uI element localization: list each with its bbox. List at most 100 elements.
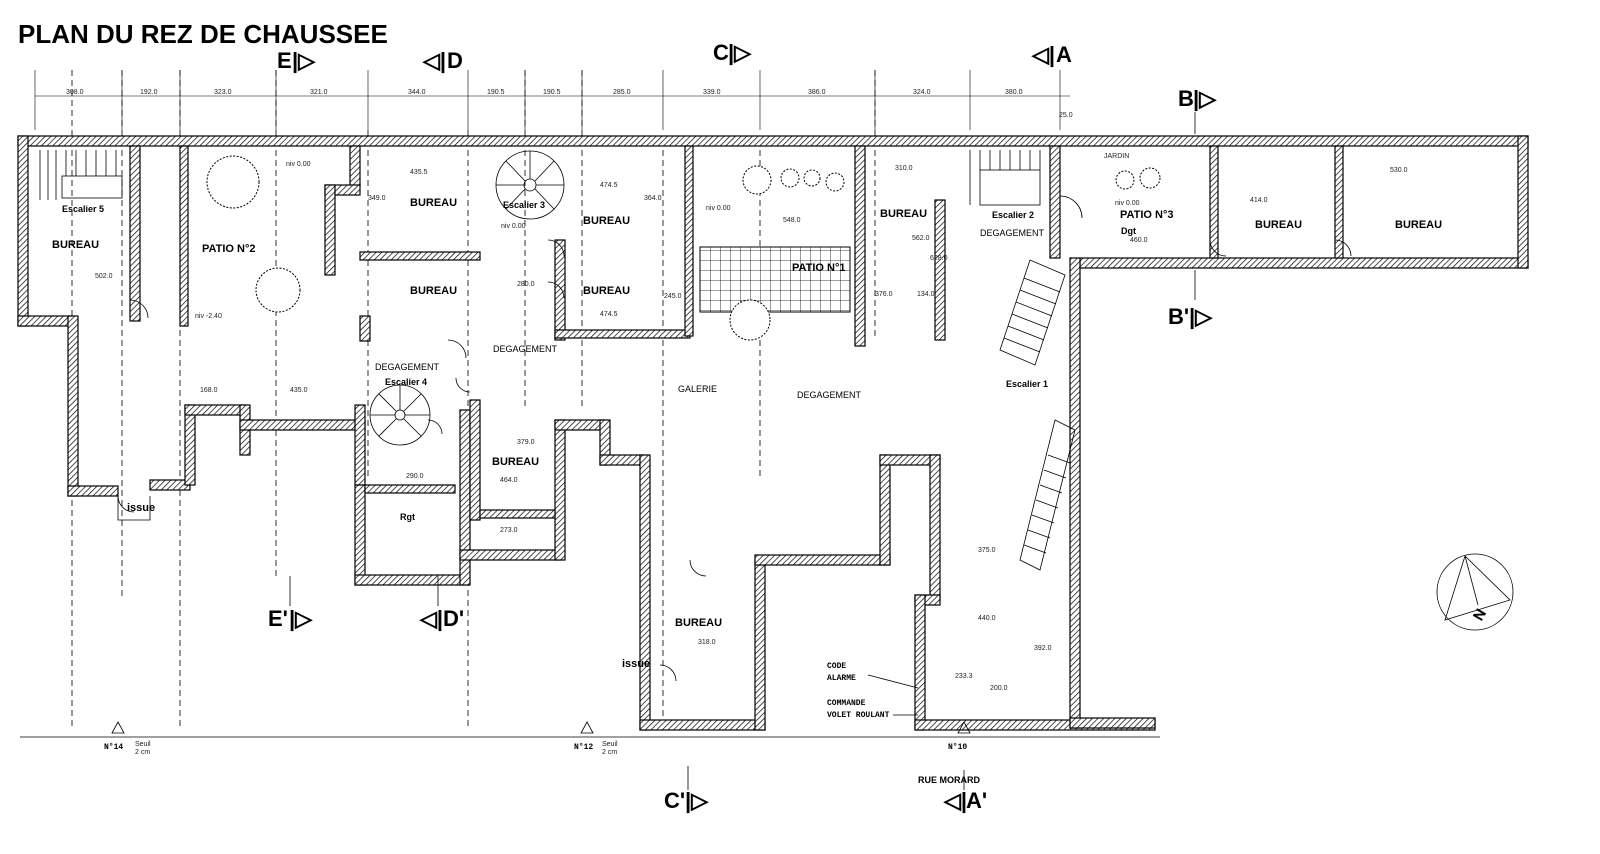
svg-text:233.3: 233.3 <box>955 673 973 680</box>
svg-text:200.0: 200.0 <box>990 685 1008 692</box>
svg-text:392.0: 392.0 <box>1034 645 1052 652</box>
room-label: Escalier 3 <box>503 200 545 210</box>
room-label: PATIO N°1 <box>792 262 846 274</box>
svg-text:|▷: |▷ <box>289 606 313 631</box>
svg-text:niv -2.40: niv -2.40 <box>195 313 222 320</box>
svg-text:|▷: |▷ <box>728 40 752 65</box>
svg-text:349.0: 349.0 <box>368 195 386 202</box>
svg-text:niv 0.00: niv 0.00 <box>501 223 526 230</box>
doors <box>117 195 1352 682</box>
annotations: CODE ALARME COMMANDE VOLET ROULANT RUE M… <box>20 662 1160 785</box>
svg-text:2 cm: 2 cm <box>135 749 150 756</box>
room-label: BUREAU <box>583 215 630 227</box>
svg-text:Seuil: Seuil <box>135 741 151 748</box>
svg-text:502.0: 502.0 <box>95 273 113 280</box>
svg-text:562.0: 562.0 <box>912 235 930 242</box>
room-label: BUREAU <box>52 239 99 251</box>
svg-text:niv 0.00: niv 0.00 <box>1115 200 1140 207</box>
svg-text:N°14: N°14 <box>104 743 123 752</box>
svg-text:◁|: ◁| <box>943 788 967 813</box>
room-label: Escalier 4 <box>385 377 427 387</box>
svg-text:N°10: N°10 <box>948 743 967 752</box>
room-label: BUREAU <box>1255 219 1302 231</box>
plan-title: PLAN DU REZ DE CHAUSSEE <box>18 19 388 49</box>
svg-text:460.0: 460.0 <box>1130 237 1148 244</box>
trees <box>206 155 1161 341</box>
section-C-bottom: C' <box>664 788 685 813</box>
svg-text:COMMANDE: COMMANDE <box>827 699 866 708</box>
dim-label: 339.0 <box>703 89 721 96</box>
svg-text:◁|: ◁| <box>419 606 443 631</box>
svg-text:niv 0.00: niv 0.00 <box>706 205 731 212</box>
dim-label: 324.0 <box>913 89 931 96</box>
svg-text:310.0: 310.0 <box>895 165 913 172</box>
svg-text:niv 0.00: niv 0.00 <box>286 161 311 168</box>
room-label: DEGAGEMENT <box>375 362 440 372</box>
svg-text:474.5: 474.5 <box>600 311 618 318</box>
room-label: BUREAU <box>492 456 539 468</box>
section-C-top: C <box>713 40 729 65</box>
room-label: BUREAU <box>675 617 722 629</box>
room-label: issue <box>622 658 650 670</box>
room-label: Escalier 1 <box>1006 379 1048 389</box>
room-labels: Escalier 5 BUREAU PATIO N°2 BUREAU BUREA… <box>52 153 1442 670</box>
svg-text:530.0: 530.0 <box>1390 167 1408 174</box>
dim-label: 323.0 <box>214 89 232 96</box>
room-label: BUREAU <box>583 285 630 297</box>
svg-text:|▷: |▷ <box>1193 86 1217 111</box>
dim-label: 344.0 <box>408 89 426 96</box>
room-label: BUREAU <box>410 285 457 297</box>
stairs <box>39 150 1076 571</box>
svg-text:ALARME: ALARME <box>827 674 856 683</box>
svg-text:318.0: 318.0 <box>698 639 716 646</box>
room-label: Escalier 2 <box>992 210 1034 220</box>
svg-text:134.0: 134.0 <box>917 291 935 298</box>
street-name: RUE MORARD <box>918 775 980 785</box>
room-label: BUREAU <box>410 197 457 209</box>
section-E-top: E <box>277 48 292 73</box>
building-walls <box>17 135 1529 731</box>
section-A-bottom: A' <box>966 788 987 813</box>
room-dimensions: 435.5 474.5 474.5 502.0 168.0 435.0 280.… <box>95 165 1408 692</box>
svg-text:375.0: 375.0 <box>978 547 996 554</box>
svg-text:364.0: 364.0 <box>644 195 662 202</box>
section-D-top: D <box>447 48 463 73</box>
room-label: issue <box>127 502 155 514</box>
svg-text:464.0: 464.0 <box>500 477 518 484</box>
dim-label: 380.0 <box>1005 89 1023 96</box>
room-label: Rgt <box>400 512 415 522</box>
north-arrow-icon: N <box>1436 553 1514 631</box>
svg-text:245.0: 245.0 <box>664 293 682 300</box>
svg-text:|▷: |▷ <box>685 788 709 813</box>
dim-label: 192.0 <box>140 89 158 96</box>
dim-label: 25.0 <box>1059 112 1073 119</box>
section-B-top: B <box>1178 86 1194 111</box>
room-label: Dgt <box>1121 226 1136 236</box>
svg-text:273.0: 273.0 <box>500 527 518 534</box>
svg-text:628.0: 628.0 <box>930 255 948 262</box>
svg-text:◁|: ◁| <box>422 48 446 73</box>
section-markers: E |▷ ◁| D C |▷ ◁| A B |▷ B' |▷ E' |▷ ◁| … <box>268 40 1217 813</box>
svg-text:Seuil: Seuil <box>602 741 618 748</box>
svg-text:548.0: 548.0 <box>783 217 801 224</box>
dim-label: 321.0 <box>310 89 328 96</box>
svg-text:379.0: 379.0 <box>517 439 535 446</box>
dim-label: 386.0 <box>808 89 826 96</box>
svg-text:474.5: 474.5 <box>600 182 618 189</box>
svg-text:168.0: 168.0 <box>200 387 218 394</box>
svg-text:|▷: |▷ <box>1189 304 1213 329</box>
svg-text:435.0: 435.0 <box>290 387 308 394</box>
room-label: DEGAGEMENT <box>797 390 862 400</box>
room-label: Escalier 5 <box>62 204 104 214</box>
patio-1-paving <box>699 246 851 313</box>
svg-text:CODE: CODE <box>827 662 846 671</box>
section-A-top: A <box>1056 42 1072 67</box>
room-label: JARDIN <box>1104 153 1129 160</box>
section-D-bottom: D' <box>443 606 464 631</box>
level-annotations: niv 0.00 niv -2.40 niv 0.00 niv 0.00 niv… <box>195 161 1140 320</box>
svg-text:440.0: 440.0 <box>978 615 996 622</box>
svg-text:2 cm: 2 cm <box>602 749 617 756</box>
svg-text:N: N <box>1470 606 1489 623</box>
room-label: DEGAGEMENT <box>493 344 558 354</box>
